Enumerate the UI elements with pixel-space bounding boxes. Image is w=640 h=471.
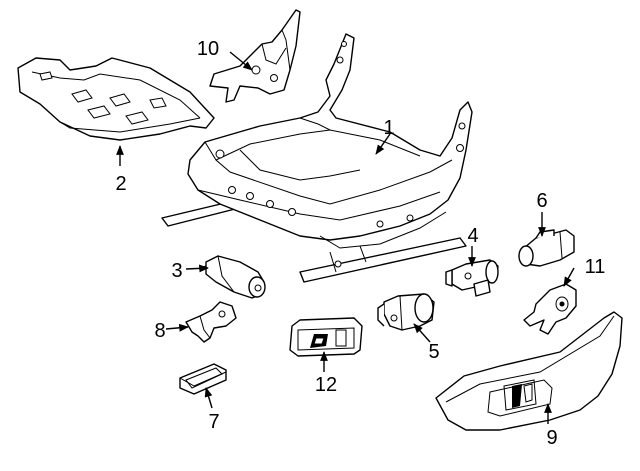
part-1-seat-frame[interactable] [161,33,473,283]
part-6-motor[interactable] [518,229,575,267]
part-11-bracket[interactable] [523,283,577,335]
leader-lines [116,51,575,424]
part-10-bracket[interactable] [209,9,301,103]
callout-1: 1 [383,117,394,139]
callout-7: 7 [208,411,219,433]
callout-8: 8 [154,320,165,342]
callout-5: 5 [428,341,439,363]
callout-3: 3 [171,260,182,282]
part-7-clip[interactable] [179,363,227,395]
callout-4: 4 [467,225,478,247]
callout-11: 11 [585,256,606,278]
part-4-motor[interactable] [445,259,499,297]
callout-6: 6 [536,190,547,212]
callout-2: 2 [115,173,126,195]
part-8-bracket[interactable] [185,301,237,343]
callout-9: 9 [546,427,557,449]
callout-12: 12 [315,374,337,396]
part-3-motor[interactable] [199,255,266,299]
part-12-switch[interactable] [289,317,363,357]
part-9-side-cover[interactable] [435,311,623,431]
part-5-motor[interactable] [377,293,435,331]
callout-10: 10 [197,38,219,60]
part-2-seat-shield[interactable] [17,57,215,141]
